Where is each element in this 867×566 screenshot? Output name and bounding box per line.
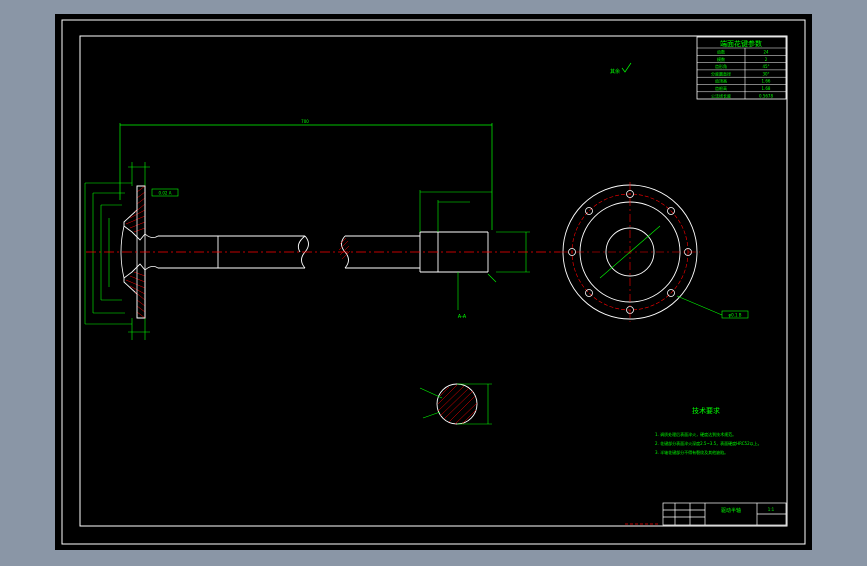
- section-label: A-A: [458, 314, 467, 320]
- tech-req-item: 1. 调质处理后表面淬火，硬度达到技术规范。: [655, 431, 736, 437]
- outer-frame: [61, 19, 806, 545]
- param-value: 2: [765, 57, 768, 62]
- tech-req-item: 3. 半轴花键部分不得有裂纹及其他缺陷。: [655, 449, 728, 455]
- tech-req-title: 技术要求: [692, 406, 720, 415]
- spline-end-dimensions: [419, 190, 530, 310]
- roughness-note: 其余: [610, 62, 632, 75]
- param-table-title: 端面花键参数: [720, 39, 762, 48]
- param-value: 1.68: [762, 86, 771, 91]
- overall-dimension-value: 700: [301, 119, 309, 124]
- param-value: 30°: [762, 71, 769, 76]
- flange-end-view: φ0.1 B: [560, 182, 749, 322]
- param-name: 齿数: [717, 49, 725, 55]
- technical-requirements: 技术要求 1. 调质处理后表面淬火，硬度达到技术规范。 2. 花键部分表面淬火深…: [655, 406, 762, 455]
- title-part-name: 驱动半轴: [721, 507, 741, 514]
- param-value: 24: [763, 50, 769, 55]
- roughness-note-text: 其余: [610, 68, 620, 75]
- param-value: 45°: [762, 64, 769, 69]
- title-block: [662, 502, 787, 526]
- param-value: 0.5678: [759, 93, 773, 98]
- tech-req-item: 2. 花键部分表面淬火深度2.5~3.5，表面硬度HRC52以上。: [655, 440, 762, 446]
- title-scale: 1:1: [768, 507, 775, 512]
- inner-frame: [79, 35, 788, 527]
- param-name: 齿根高: [715, 85, 727, 91]
- flange-datum-frame: 0.02 A: [151, 188, 179, 197]
- bolt-datum-text: φ0.1 B: [728, 313, 741, 318]
- spline-parameter-table: 端面花键参数 齿数 24 模数 2 齿形角 45° 分度圆直径 30° 齿顶高 …: [696, 36, 787, 100]
- flange-datum-text: 0.02 A: [159, 191, 172, 196]
- param-value: 1.66: [762, 79, 771, 84]
- shaft-body: [158, 231, 489, 273]
- overall-dimension: [119, 123, 493, 230]
- param-name: 公法线长度: [711, 92, 731, 98]
- param-name: 模数: [717, 56, 725, 62]
- shaft-break-hatch: [338, 237, 351, 260]
- spline-section-view: [419, 383, 492, 425]
- param-name: 齿顶高: [715, 78, 727, 84]
- roughness-symbol-icon: [621, 62, 632, 73]
- flange-dimensions: [84, 162, 150, 340]
- drawing-sheet: [55, 14, 812, 550]
- param-name: 齿形角: [715, 63, 727, 69]
- param-name: 分度圆直径: [711, 70, 731, 76]
